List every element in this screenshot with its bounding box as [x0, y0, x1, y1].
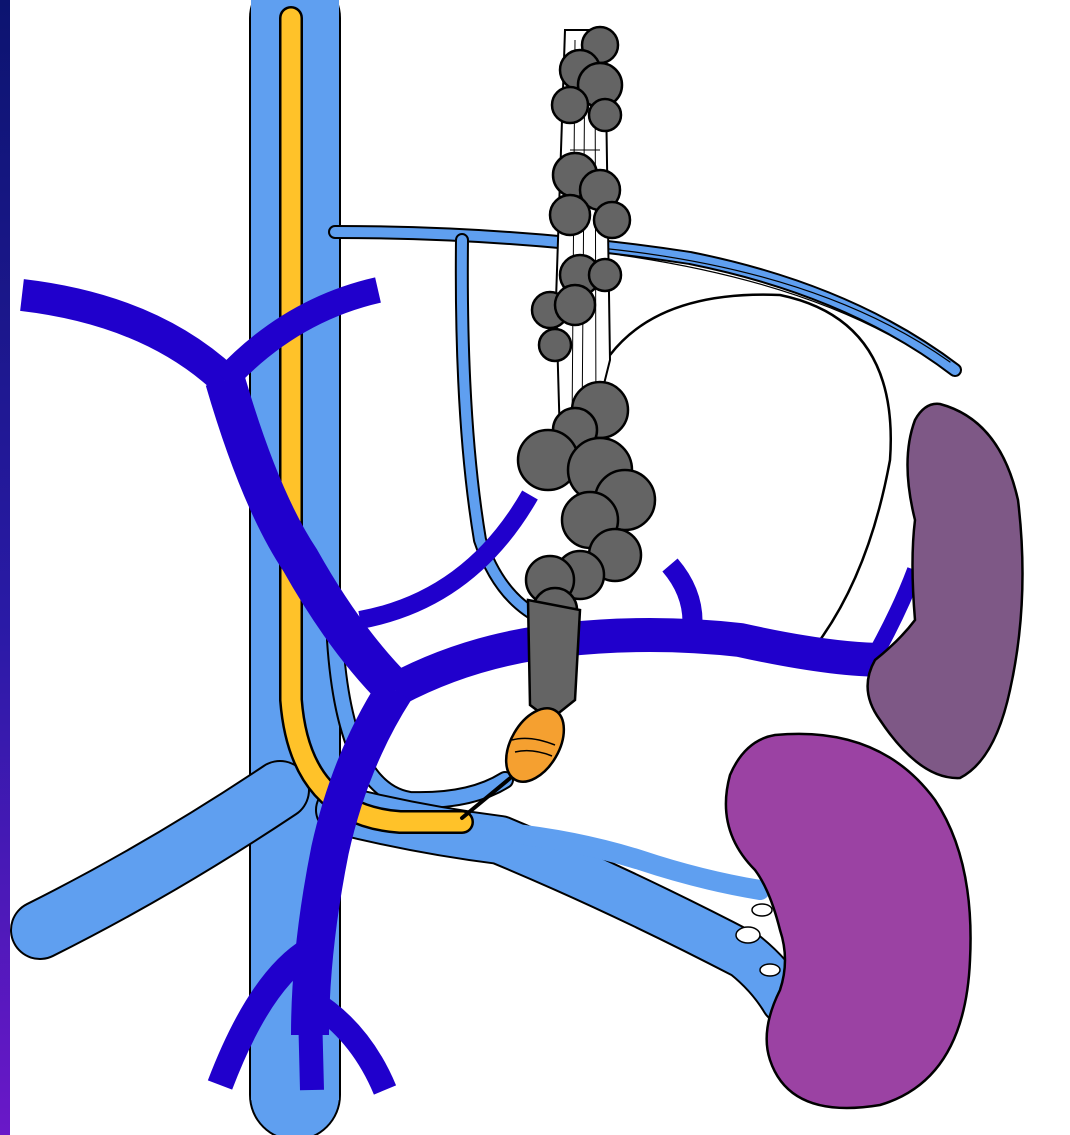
trunk-bottom-cap	[251, 1080, 339, 1100]
lower-fork-center	[310, 1010, 312, 1090]
hilum-gap-2	[736, 927, 760, 943]
varices-tail	[528, 600, 580, 720]
hilum-gap-3	[760, 964, 780, 976]
hilum-gap-1	[752, 904, 772, 916]
